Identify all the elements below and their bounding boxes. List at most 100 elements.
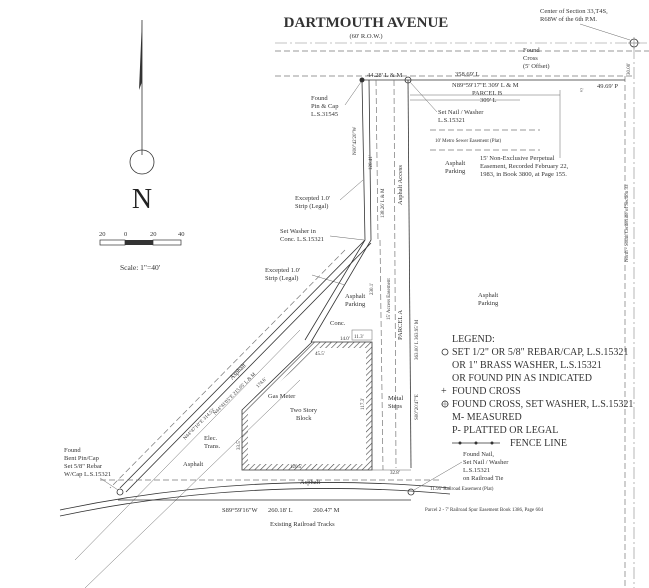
dim-45: 45.5' — [315, 352, 325, 357]
scale-tick-0: 0 — [124, 231, 127, 238]
dim-s00-20: S00°20'47"E — [415, 394, 420, 420]
diag-line-1 — [119, 239, 366, 489]
gas-meter-label: Gas Meter — [268, 393, 296, 400]
railroad-spur-label: Parcel 2 - 7' Railroad Spur Easement Boo… — [425, 508, 543, 513]
dim-44: 44.28' L & M — [367, 72, 402, 79]
asphalt-parking-2a: Asphalt — [345, 293, 365, 300]
elec-trans-2: Trans. — [204, 443, 221, 450]
found-pin-1: Found — [311, 95, 328, 102]
dim-358: 358.69' L — [455, 71, 480, 78]
found-cross-3: (5' Offset) — [523, 63, 550, 70]
scale-tick-20a: 20 — [99, 231, 106, 238]
dim-11: 11.3' — [354, 335, 364, 340]
excepted-1b: Strip (Legal) — [295, 203, 328, 210]
dim-363: 363.00' L 363.95' M — [415, 319, 420, 360]
diag-line-2 — [125, 242, 372, 493]
found-cross-1: Found — [523, 47, 540, 54]
found-nail-1: Found Nail, — [463, 451, 494, 458]
found-pin-3: L.S.31545 — [311, 111, 338, 118]
legend-line2: OR 1" BRASS WASHER, L.S.15321 — [452, 360, 602, 371]
dim-5: 5' — [580, 89, 584, 94]
street-row: (60' R.O.W.) — [349, 33, 382, 40]
scale-tick-40: 40 — [178, 231, 185, 238]
legend-line4: FOUND CROSS — [452, 386, 521, 397]
section-note-1: Center of Section 33,T4S, — [540, 8, 608, 15]
found-cross-2: Cross — [523, 55, 538, 62]
street-name: DARTMOUTH AVENUE — [284, 15, 449, 31]
set-nail-1: Set Nail / Washer — [438, 109, 484, 116]
found-pin-2: Pin & Cap — [311, 103, 338, 110]
building-label-1: Two Story — [290, 407, 318, 414]
dim-49: 49.69' P — [597, 83, 618, 90]
found-pin-icon — [359, 77, 365, 83]
access-easement-label: 15' Access Easement — [387, 278, 392, 320]
bent-pin-2: Bent Pin/Cap — [64, 455, 99, 462]
asphalt-access-label: Asphalt Access — [397, 165, 404, 205]
scale-tick-20: 20 — [150, 231, 157, 238]
found-bent-pin-icon — [116, 488, 124, 496]
legend-line7: P- PLATTED OR LEGAL — [452, 425, 558, 436]
easement-3: 1983, in Book 3800, at Page 155. — [480, 171, 567, 178]
set-washer-2: Conc. L.S.15321 — [280, 236, 324, 243]
legend-line5: FOUND CROSS, SET WASHER, L.S.15321 — [452, 399, 633, 410]
set-washer-1: Set Washer in — [280, 228, 317, 235]
rebar-icon — [441, 348, 449, 356]
west-line-inner — [310, 79, 372, 343]
section-note-2: R68W of the 6th P.M. — [540, 16, 597, 23]
found-nail-4: on Railroad Tie — [463, 475, 504, 482]
railroad-track — [59, 482, 451, 511]
asphalt-parking-2b: Parking — [345, 301, 366, 308]
legend-title: LEGEND: — [452, 334, 495, 345]
found-nail-3: L.S.15321 — [463, 467, 490, 474]
excepted-1a: Excepted 1.0' — [295, 195, 330, 202]
asphalt-parking-3a: Asphalt — [478, 292, 498, 299]
dim-120: 120.5' — [290, 465, 302, 470]
easement-1: 15' Non-Exclusive Perpetual — [480, 155, 555, 162]
dim-260-m: 260.47' M — [313, 507, 340, 514]
dim-n00-42: N00°42'20"W — [353, 126, 358, 155]
building-outline — [241, 341, 373, 471]
dim-s89: S89°59'16"W — [222, 507, 259, 514]
bent-pin-4: W/Cap L.S.15321 — [64, 471, 111, 478]
railroad-tracks-label: Existing Railroad Tracks — [270, 521, 335, 528]
dim-117: 117.3' — [361, 398, 366, 410]
building-label-2: Block — [296, 415, 312, 422]
elec-trans-1: Elec. — [204, 435, 218, 442]
easement-2: Easement, Recorded February 22, — [480, 163, 569, 170]
dim-230: 230.1' — [370, 283, 375, 295]
legend-line6: M- MEASURED — [452, 412, 522, 423]
legend-line8: FENCE LINE — [510, 438, 567, 449]
dim-138: 138.26' L & M — [381, 188, 386, 218]
found-nail-icon — [407, 488, 415, 496]
bent-pin-1: Found — [64, 447, 81, 454]
asphalt-parking-1b: Parking — [445, 168, 466, 175]
east-boundary — [407, 79, 412, 469]
legend: LEGEND: SET 1/2" OR 5/8" REBAR/CAP, L.S.… — [441, 334, 633, 449]
bent-pin-3: Set 5/8" Rebar — [64, 463, 103, 470]
cross-icon: + — [441, 386, 447, 397]
section-line-label: North - South Centerline of Section 33 — [625, 184, 630, 262]
excepted-2a: Excepted 1.0' — [265, 267, 300, 274]
asphalt-parking-3b: Parking — [478, 300, 499, 307]
legend-line1: SET 1/2" OR 5/8" REBAR/CAP, L.S.15321 — [452, 347, 628, 358]
legend-line3: OR FOUND PIN AS INDICATED — [452, 373, 592, 384]
parcel-b-label: PARCEL B — [472, 90, 503, 97]
dim-33: 33.5' — [237, 440, 242, 450]
scale-label: Scale: 1"=40' — [120, 263, 161, 272]
parcel-a-label: PARCEL A — [397, 310, 404, 340]
dim-30: 30.00' — [627, 63, 632, 75]
dim-309: N89°59'17"E 309' L & M — [452, 82, 519, 89]
dim-14: 14.0' — [340, 337, 350, 342]
dim-126: 126.41' — [369, 155, 374, 170]
metal-steps-1: Metal — [388, 395, 403, 402]
north-label: N — [132, 184, 152, 215]
asphalt-parking-1a: Asphalt — [445, 160, 465, 167]
dim-309b: 309' L — [480, 97, 497, 104]
dim-32: 32.8' — [390, 471, 400, 476]
excepted-2b: Strip (Legal) — [265, 275, 298, 282]
railroad-easement-label: 11.95' Railroad Easement (Plat) — [430, 487, 494, 492]
conc-label: Conc. — [330, 320, 346, 327]
sewer-easement-label: 10' Metro Sewer Easement (Plat) — [435, 139, 501, 144]
north-arrow-icon — [139, 20, 142, 90]
